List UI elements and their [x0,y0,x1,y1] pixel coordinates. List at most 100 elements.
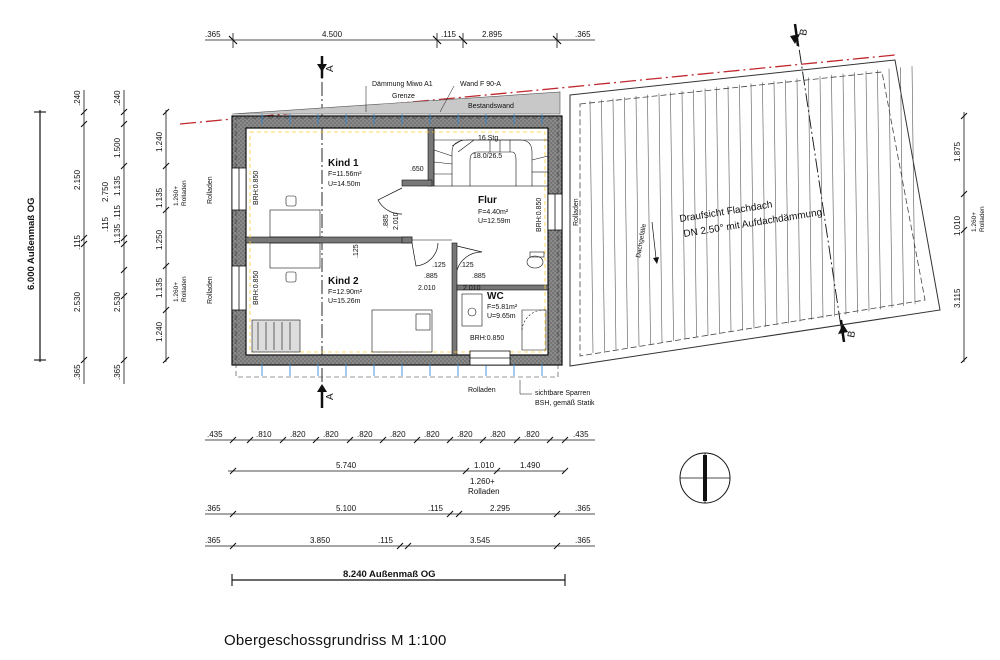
dim-650: .650 [410,166,424,173]
room-kind2-area: F=12.90m² [328,289,363,296]
flat-roof [569,59,941,367]
dim-b4-1: 3.850 [310,536,331,545]
dim-l2-8: .365 [113,364,122,380]
dim-tick [120,266,128,274]
dim-l2-4: 1.135 [113,175,122,196]
dim-tick [960,226,968,234]
room-kind1-area: F=11.56m² [328,171,362,178]
roof-rafter [589,100,594,353]
dim-tick [120,356,128,364]
dim-b4-3: 3.545 [470,536,491,545]
dim-tick [404,542,412,550]
dim-b1-3: .820 [323,430,339,439]
dim-l3-shutter-1-label: Rolladen [181,180,188,206]
section-a-bottom: A [325,393,336,400]
label-rafters-1: sichtbare Sparren [535,390,590,397]
room-flur-name: Flur [478,195,497,206]
label-boundary: Grenze [392,93,415,100]
furniture [251,195,547,353]
dim-tick [446,510,454,518]
dim-l2-6: 1.135 [113,223,122,244]
compass-icon [679,452,731,504]
dimension-left-lines [39,90,167,384]
dim-l2-0: .240 [113,90,122,106]
dim-tick [162,108,170,116]
brh-flur: BRH:0.850 [536,198,543,232]
dim-b2-1: 1.010 [474,461,495,470]
room-kind1-perimeter: U=14.50m [328,181,361,188]
dim-b1-0: .435 [207,430,223,439]
label-existing-wall: Bestandswand [468,103,514,110]
dim-tick [246,436,254,444]
dim-tick [80,120,88,128]
dim-tick [120,108,128,116]
dim-b3-0: .365 [205,504,221,513]
dim-b3-2: .115 [428,504,444,513]
dim-885-door1: .885 [383,214,390,228]
dim-l3-0: 1.240 [155,131,164,152]
dim-tick [553,542,561,550]
dim-b4-4: .365 [575,536,591,545]
dim-top-0: .365 [205,30,221,39]
dim-tick [561,467,569,475]
label-rafters-2: BSH, gemäß Statik [535,400,595,407]
stairs-count: 16 Stg [478,135,498,142]
section-a-top: A [325,65,336,72]
dim-l3-shutter-1: 1.260+ [173,186,180,206]
dim-l3-1: 1.135 [155,187,164,208]
dim-b3-1: 5.100 [336,504,357,513]
roof-rafter [762,82,766,327]
roof-rafter [612,98,617,350]
dim-top-1: 4.500 [322,30,343,39]
room-kind1-name: Kind 1 [328,158,359,169]
dim-tick [312,436,320,444]
dim-l3-shutter-2-label: Rolladen [181,276,188,302]
dim-tick [479,436,487,444]
dim-tick [162,162,170,170]
dim-b4-2: .115 [378,536,394,545]
roof-slope-arrowhead [653,257,659,264]
overhang-outline [235,117,559,378]
roof-slope-arrow [651,221,657,259]
dim-tick [80,234,88,242]
label-shutter-right: Rolladen [573,198,580,226]
dim-l1-4: .365 [73,364,82,380]
windows [231,167,563,366]
dim-885-door3: .885 [472,273,486,280]
dim-tick [279,436,287,444]
dim-tick [120,292,128,300]
dim-l1-1: 2.150 [73,169,82,190]
dim-l2-1: 1.500 [113,137,122,158]
roof-rafter [647,94,651,345]
dim-tick [379,436,387,444]
roof-rafter [796,78,801,322]
dim-b1-8: .820 [490,430,506,439]
dim-tick [346,436,354,444]
dim-tick [229,542,237,550]
dim-125-mid: .125 [432,262,446,269]
roof-rafter [727,85,732,333]
roof-rafter [704,88,709,336]
dim-r-shutter-label: Rolladen [979,206,986,232]
dim-top-4: .365 [575,30,591,39]
dim-b3-4: .365 [575,504,591,513]
dim-b1-9: .820 [524,430,540,439]
dim-tick [462,467,470,475]
dim-top-2: .115 [441,30,457,39]
room-wc-perimeter: U=9.65m [487,313,516,320]
insulation-line [249,131,546,353]
dim-b2-shutter: 1.260+ [470,477,495,486]
dim-tick [960,112,968,120]
dim-r-2: 3.115 [953,288,962,308]
section-b-top: B [798,28,810,37]
dim-b1-2: .820 [290,430,306,439]
room-kind2-perimeter: U=15.26m [328,298,361,305]
dim-l2-3: .115 [101,216,110,232]
roof-rafter [831,74,835,317]
roof-rafter [635,95,640,347]
roof-rafter [739,84,743,331]
roof-rafter [911,66,916,305]
existing-wall [231,91,561,115]
